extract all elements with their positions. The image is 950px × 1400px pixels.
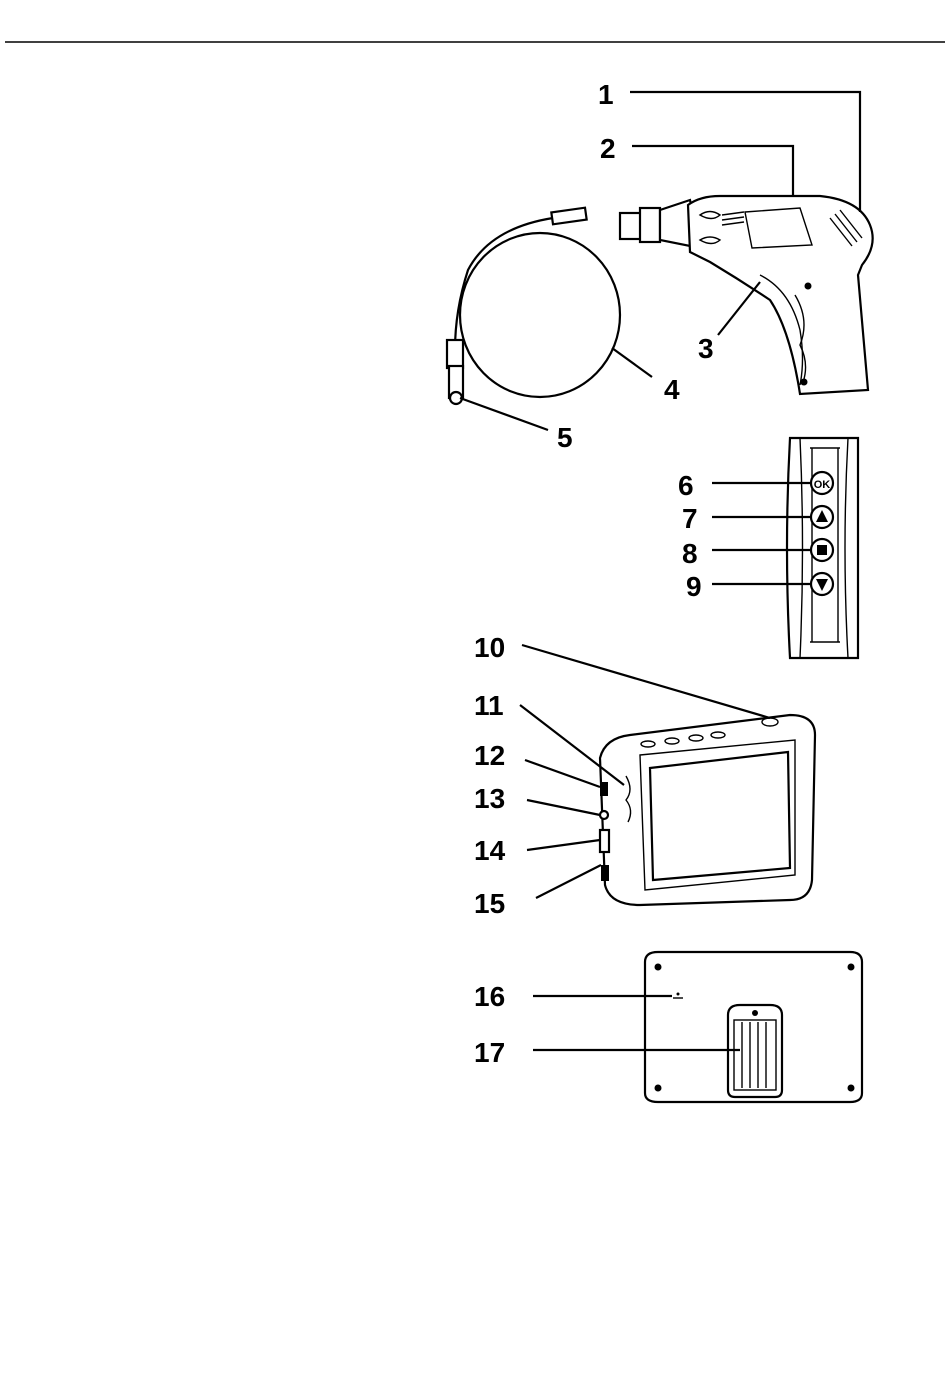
callout-14: 14 <box>474 835 506 866</box>
callout-4: 4 <box>664 374 680 405</box>
callout-2: 2 <box>600 133 616 164</box>
callout-16: 16 <box>474 981 505 1012</box>
callout-3: 3 <box>698 333 714 364</box>
callout-7: 7 <box>682 503 698 534</box>
button-panel: OK <box>787 438 858 658</box>
callout-10: 10 <box>474 632 505 663</box>
callout-9: 9 <box>686 571 702 602</box>
callout-6: 6 <box>678 470 694 501</box>
monitor-front <box>600 715 815 905</box>
callout-12: 12 <box>474 740 505 771</box>
stop-button[interactable] <box>811 539 833 561</box>
monitor-back <box>645 952 862 1102</box>
square-stop-icon <box>817 545 827 555</box>
callout-1: 1 <box>598 79 614 110</box>
callout-11: 11 <box>474 690 504 721</box>
callout-13: 13 <box>474 783 505 814</box>
camera-handle <box>620 196 873 394</box>
ok-button-label: OK <box>814 479 831 491</box>
up-button[interactable] <box>811 506 833 528</box>
callout-15: 15 <box>474 888 505 919</box>
ok-button[interactable]: OK <box>811 472 833 494</box>
callout-8: 8 <box>682 538 698 569</box>
callout-5: 5 <box>557 422 573 453</box>
probe-cable <box>447 208 620 404</box>
callout-17: 17 <box>474 1037 505 1068</box>
down-button[interactable] <box>811 573 833 595</box>
